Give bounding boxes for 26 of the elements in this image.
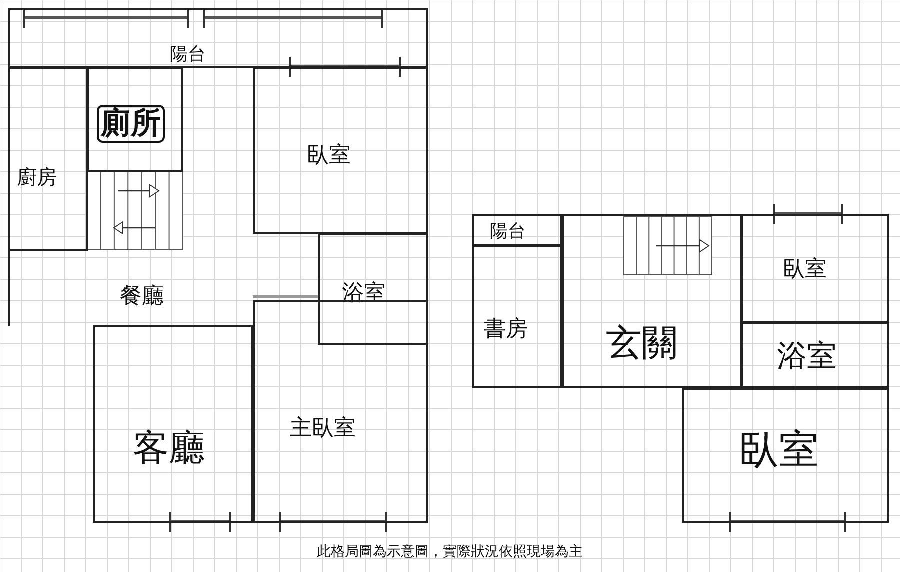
- room-label: 書房: [484, 319, 528, 341]
- caption: 此格局圖為示意圖，實際狀況依照現場為主: [317, 544, 583, 560]
- room-outline: [8, 8, 428, 68]
- room-label: 陽台: [490, 223, 526, 241]
- room-outline: [741, 214, 889, 323]
- handwritten-room-label: 廁所: [97, 105, 165, 143]
- room-label: 玄關: [606, 326, 678, 362]
- room-label: 臥室: [307, 145, 351, 167]
- room-label: 陽台: [170, 46, 206, 64]
- room-outline: [8, 67, 88, 251]
- room-label: 客廳: [133, 431, 205, 467]
- room-outline: [472, 214, 562, 246]
- room-label: 主臥室: [290, 418, 356, 440]
- room-outline: [253, 67, 428, 234]
- room-label: 臥室: [739, 430, 819, 470]
- room-outline: [562, 214, 742, 388]
- room-label: 浴室: [777, 342, 837, 372]
- room-outline: [472, 245, 562, 388]
- room-label: 餐廳: [120, 286, 164, 308]
- room-outline: [741, 322, 889, 388]
- room-outline: [318, 233, 428, 345]
- room-outline: [682, 388, 889, 523]
- room-outline: [87, 67, 183, 172]
- room-outline: [93, 325, 253, 523]
- room-label: 廚房: [17, 167, 57, 187]
- room-label: 臥室: [783, 259, 827, 281]
